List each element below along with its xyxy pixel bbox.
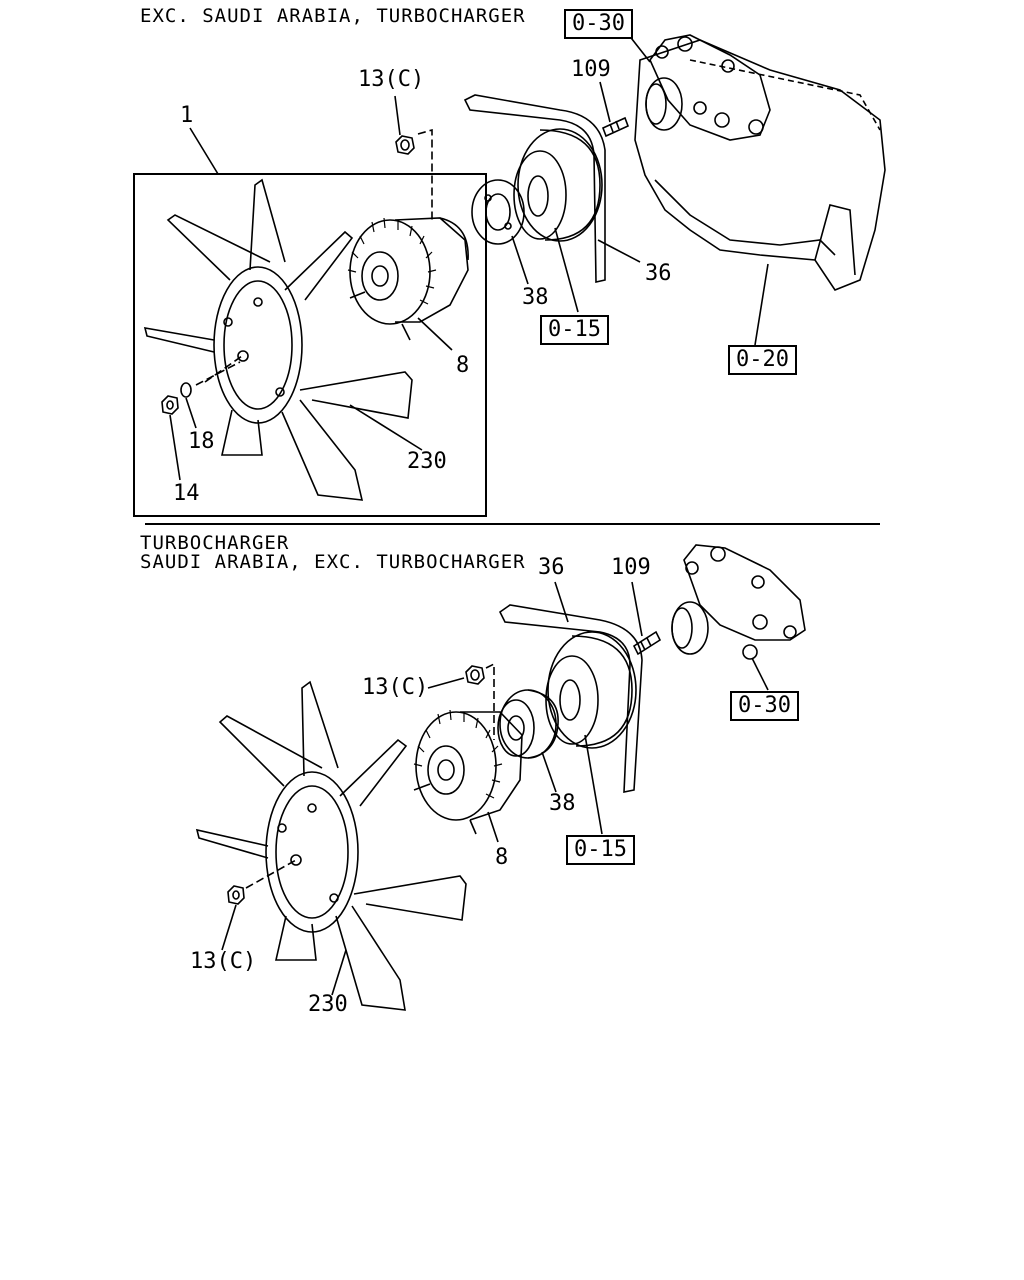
nut-13c-lower-b (228, 886, 244, 904)
callout-14-upper: 14 (173, 481, 200, 506)
leader-36-upper (598, 240, 640, 262)
leader-1 (190, 128, 218, 174)
nut-13c-lower-a (466, 666, 484, 684)
leader-015-upper (555, 228, 578, 312)
ref-030-lower[interactable]: 0-30 (730, 691, 799, 721)
leader-8-upper (418, 318, 452, 350)
cooling-fan-upper (145, 180, 412, 500)
callout-38-lower: 38 (549, 791, 576, 816)
callout-13c-upper: 13(C) (358, 67, 425, 92)
fan-belt-lower (500, 605, 642, 792)
callout-13c-lower-a: 13(C) (362, 675, 429, 700)
callout-8-lower: 8 (495, 845, 509, 870)
ref-015-lower[interactable]: 0-15 (566, 835, 635, 865)
callout-13c-lower-b: 13(C) (190, 949, 257, 974)
leader-38-lower (542, 752, 556, 792)
fan-clutch-upper (348, 218, 468, 340)
callout-109-lower: 109 (611, 555, 651, 580)
callout-109-upper: 109 (571, 57, 611, 82)
assembly-1-frame (134, 174, 486, 516)
callout-1-upper: 1 (180, 103, 194, 128)
nut-13c-upper (396, 136, 414, 154)
front-cover-housing (635, 40, 885, 290)
leader-230-lower (332, 950, 346, 995)
washer-18-upper (181, 383, 191, 397)
leader-030-lower (752, 658, 768, 690)
ref-030-upper[interactable]: 0-30 (564, 9, 633, 39)
fan-clutch-lower (414, 710, 522, 834)
leader-109-lower (632, 582, 642, 636)
callout-230-upper: 230 (407, 449, 447, 474)
fan-pulley-upper (514, 129, 602, 241)
leader-109-upper (600, 82, 610, 122)
ref-015-upper[interactable]: 0-15 (540, 315, 609, 345)
callout-36-lower: 36 (538, 555, 565, 580)
upper-heading: EXC. SAUDI ARABIA, TURBOCHARGER (140, 5, 526, 27)
callout-18-upper: 18 (188, 429, 215, 454)
fan-belt-upper (465, 95, 605, 282)
leader-36-lower (555, 582, 568, 622)
lower-heading-line1: TURBOCHARGER (140, 532, 290, 554)
ref-020-upper[interactable]: 0-20 (728, 345, 797, 375)
leader-015-lower (585, 735, 602, 834)
callout-230-lower: 230 (308, 992, 348, 1017)
water-pump-upper (646, 35, 770, 140)
water-pump-lower (672, 545, 805, 659)
leader-38-upper (512, 236, 528, 284)
nut-14-upper (162, 396, 178, 414)
spacer-38-upper (472, 180, 524, 244)
stud-109-upper (603, 118, 628, 136)
fan-pulley-lower (546, 632, 636, 748)
stud-109-lower (634, 632, 660, 654)
leader-020-upper (755, 264, 768, 345)
cooling-fan-lower (197, 682, 466, 1010)
callout-36-upper: 36 (645, 261, 672, 286)
callout-8-upper: 8 (456, 353, 470, 378)
leader-230-upper (350, 405, 422, 450)
leader-8-lower (488, 812, 498, 842)
callout-38-upper: 38 (522, 285, 549, 310)
lower-heading-line2: SAUDI ARABIA, EXC. TURBOCHARGER (140, 551, 526, 573)
